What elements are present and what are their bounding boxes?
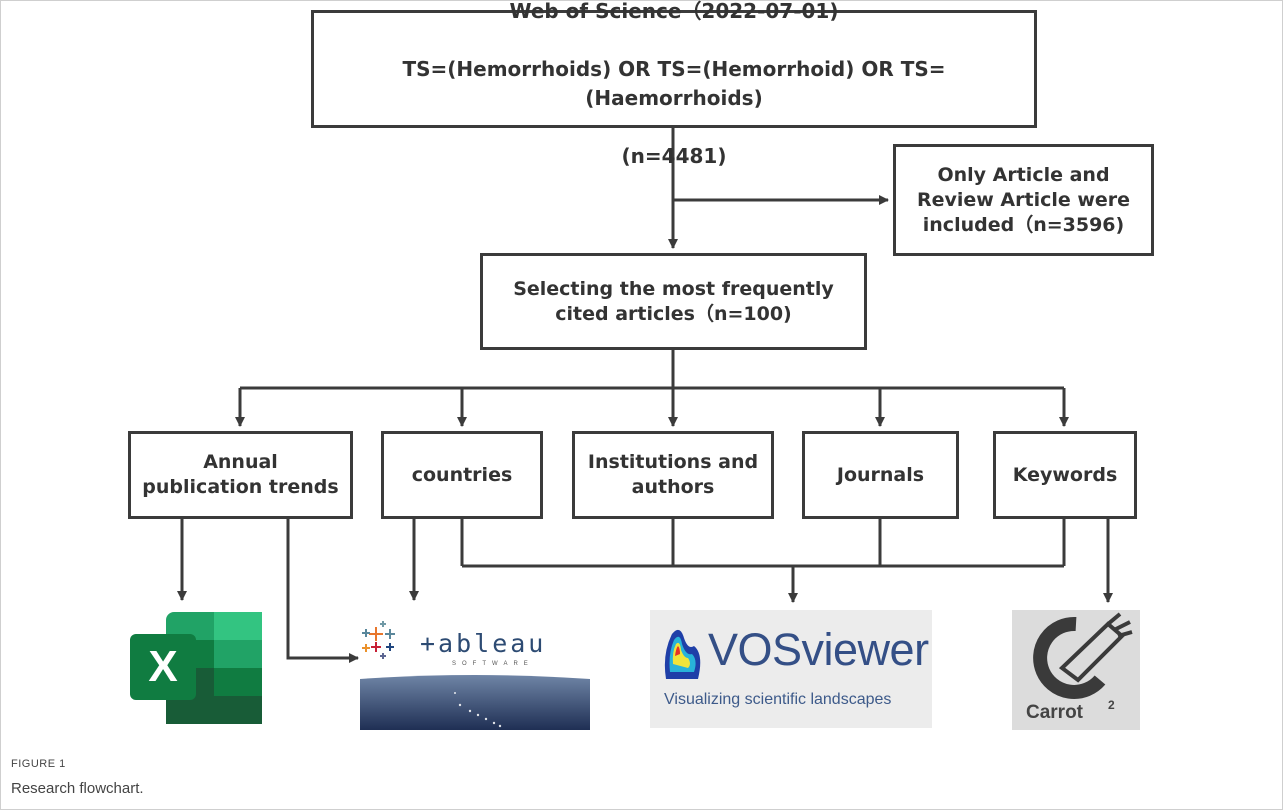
analysis-label: Journals	[836, 463, 925, 486]
filter-text: Only Article and Review Article were inc…	[916, 163, 1131, 236]
excel-glyph: X	[148, 642, 177, 691]
tableau-mark-icon	[360, 621, 590, 730]
analysis-label: countries	[411, 463, 513, 486]
vosviewer-wordmark: VOSviewer	[708, 624, 929, 675]
analysis-box-institutions: Institutions and authors	[572, 431, 774, 519]
analysis-box-keywords: Keywords	[993, 431, 1137, 519]
filter-box: Only Article and Review Article were inc…	[893, 144, 1154, 256]
arrow-annual-to-tableau	[286, 518, 359, 663]
carrot2-logo: Carrot 2	[1012, 610, 1140, 730]
selection-box: Selecting the most frequently cited arti…	[480, 253, 867, 350]
carrot-icon	[1033, 612, 1133, 699]
excel-icon: X	[130, 612, 262, 724]
tableau-wordmark: +ableau	[420, 629, 547, 658]
source-line-1: Web of Science（2022-07-01)	[509, 0, 839, 23]
analysis-label: Institutions and authors	[587, 451, 759, 498]
analysis-box-journals: Journals	[802, 431, 959, 519]
tableau-subtext: SOFTWARE	[452, 661, 534, 667]
selection-text: Selecting the most frequently cited arti…	[513, 277, 834, 325]
tableau-logo: +ableau SOFTWARE	[360, 615, 590, 730]
vosviewer-heatmap-icon	[664, 629, 701, 679]
analysis-box-annual-trends: Annual publication trends	[128, 431, 353, 519]
source-line-3: (n=4481)	[621, 143, 727, 168]
analysis-label: Keywords	[1012, 463, 1118, 486]
carrot2-wordmark: Carrot	[1026, 702, 1084, 723]
vosviewer-tagline: Visualizing scientific landscapes	[664, 691, 892, 708]
vosviewer-logo: VOSviewer Visualizing scientific landsca…	[650, 610, 932, 728]
analysis-box-countries: countries	[381, 431, 543, 519]
analysis-label: Annual publication trends	[142, 451, 339, 498]
carrot2-superscript: 2	[1108, 698, 1115, 712]
source-line-2: TS=(Hemorrhoids) OR TS=(Hemorrhoid) OR T…	[402, 56, 946, 110]
source-box: Web of Science（2022-07-01) TS=(Hemorrhoi…	[311, 0, 1037, 168]
figure-caption: Research flowchart.	[11, 780, 144, 797]
figure-label: FIGURE 1	[11, 758, 66, 770]
excel-logo: X	[130, 612, 262, 724]
